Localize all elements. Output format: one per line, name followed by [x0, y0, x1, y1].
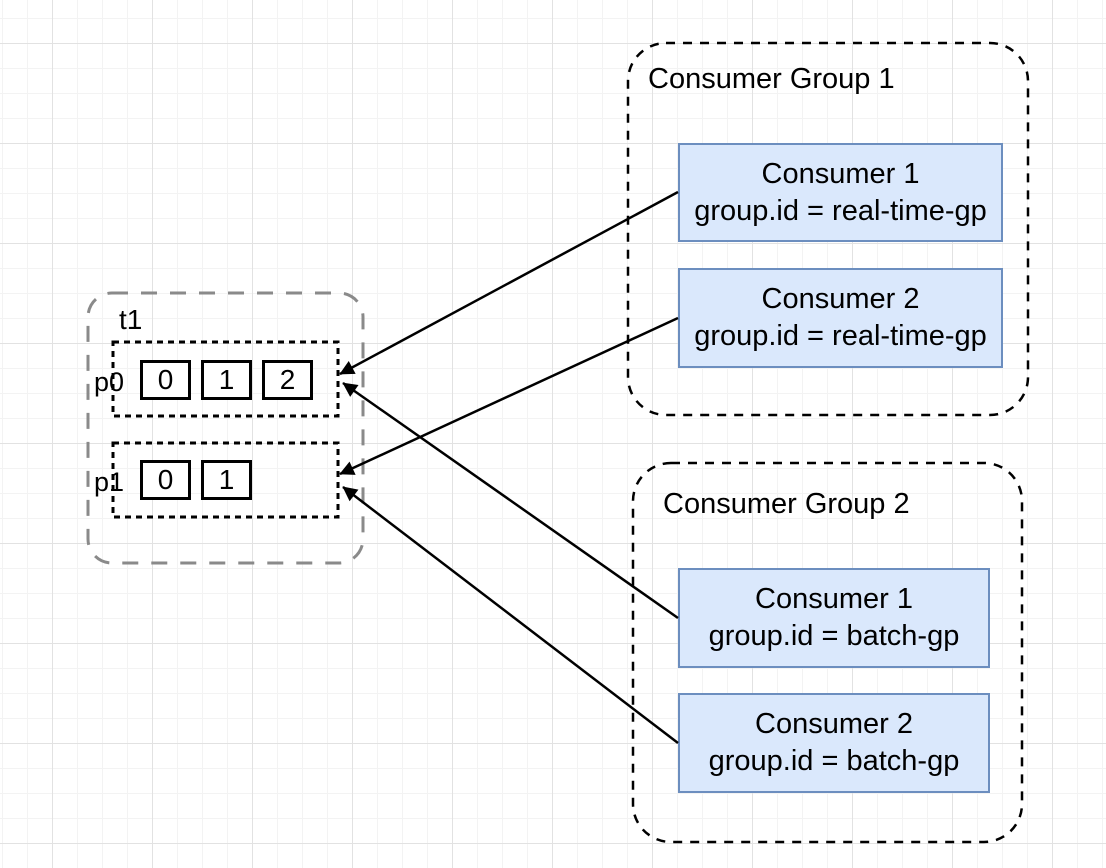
consumer-group-id: group.id = batch-gp: [708, 745, 960, 777]
p0-message-cell-1[interactable]: 1: [201, 360, 252, 400]
topic-label: t1: [119, 304, 143, 335]
consumer-group-2-title: Consumer Group 2: [663, 488, 910, 520]
consumer-name: Consumer 2: [755, 708, 913, 740]
p0-message-cell-0[interactable]: 0: [140, 360, 191, 400]
partition-p1-label: p1: [94, 467, 125, 497]
consumer-name: Consumer 2: [761, 283, 920, 315]
consumer-name: Consumer 1: [755, 583, 913, 615]
consumer-card-g1-c2[interactable]: Consumer 2 group.id = real-time-gp: [678, 268, 1003, 368]
consumer-group-id: group.id = real-time-gp: [694, 194, 987, 227]
consumer-name: Consumer 1: [761, 157, 920, 190]
consumer-group-id: group.id = batch-gp: [708, 620, 960, 652]
consumer-card-g2-c1[interactable]: Consumer 1 group.id = batch-gp: [678, 568, 990, 668]
consumer-card-g1-c1[interactable]: Consumer 1 group.id = real-time-gp: [678, 143, 1003, 242]
topic-t1-container[interactable]: [86, 291, 365, 565]
p1-message-cell-0[interactable]: 0: [140, 460, 191, 500]
consumer-card-g2-c2[interactable]: Consumer 2 group.id = batch-gp: [678, 693, 990, 793]
partition-p0-label: p0: [94, 367, 125, 397]
partition-p1-box[interactable]: [111, 441, 340, 519]
consumer-group-1-title: Consumer Group 1: [648, 63, 895, 95]
p1-message-cell-1[interactable]: 1: [201, 460, 252, 500]
consumer-group-id: group.id = real-time-gp: [694, 320, 987, 352]
consumer-group-1-box[interactable]: [626, 41, 1030, 417]
p0-message-cell-2[interactable]: 2: [262, 360, 313, 400]
partition-p0-box[interactable]: [111, 340, 340, 418]
